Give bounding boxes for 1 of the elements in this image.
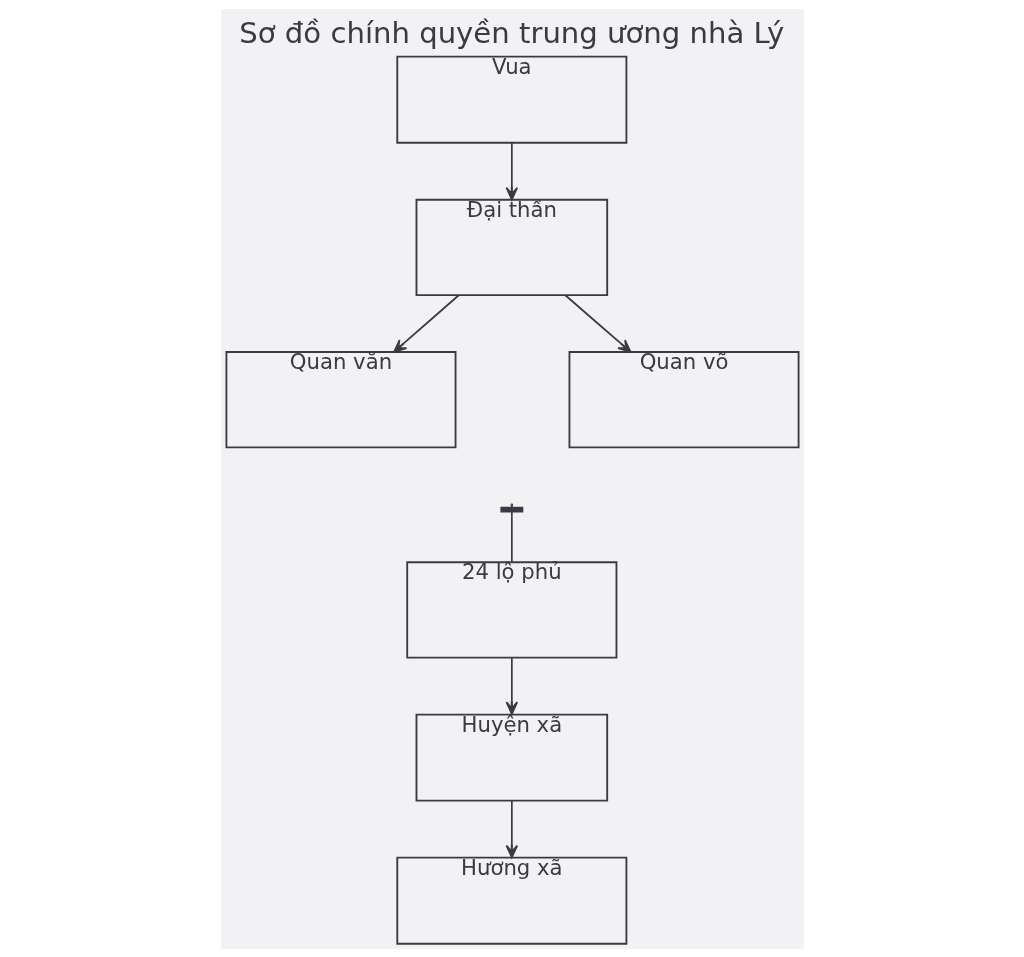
diagram-title: Sơ đồ chính quyền trung ương nhà Lý: [238, 15, 784, 50]
